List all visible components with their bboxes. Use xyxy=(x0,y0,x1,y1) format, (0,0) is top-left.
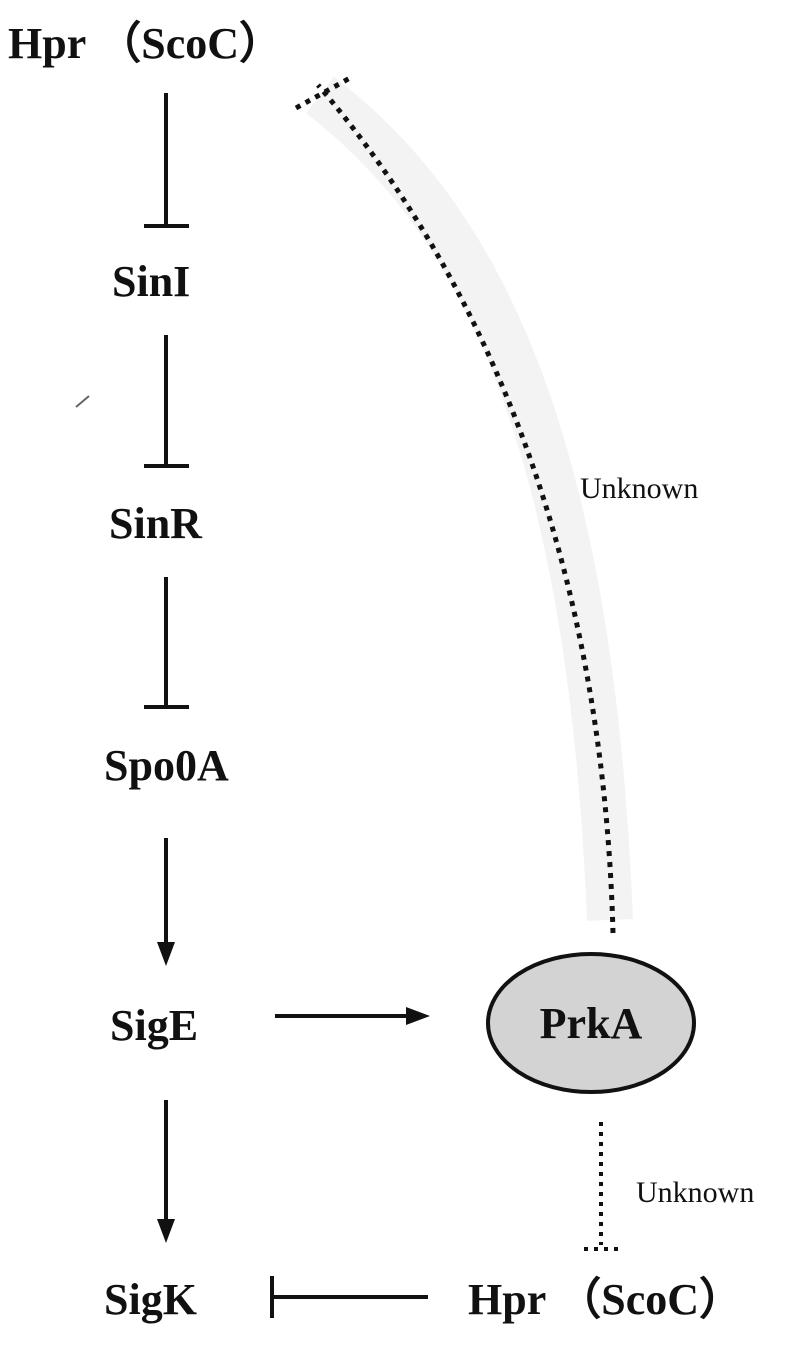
node-sini: SinI xyxy=(112,257,190,306)
edge-spo0a-activates-sige xyxy=(157,838,175,966)
node-sige: SigE xyxy=(110,1001,198,1050)
prka-ellipse xyxy=(486,952,696,1094)
edge-hpr-inhibits-sini xyxy=(144,93,189,228)
node-hpr-top: Hpr （ScoC） xyxy=(8,19,283,68)
node-sinr: SinR xyxy=(109,499,203,548)
edge-hpr-inhibits-sigk xyxy=(270,1276,428,1318)
edge-sinr-inhibits-spo0a xyxy=(144,577,189,709)
node-spo0a: Spo0A xyxy=(104,741,229,790)
annotation-unknown-upper: Unknown xyxy=(580,472,698,505)
stray-mark xyxy=(75,395,90,408)
edge-sige-activates-sigk xyxy=(157,1100,175,1243)
edge-prka-inhibits-hpr-top-unknown xyxy=(294,75,616,934)
edge-sige-activates-prka xyxy=(275,1007,430,1025)
edge-prka-inhibits-hpr-bottom-unknown xyxy=(584,1122,620,1251)
node-sigk: SigK xyxy=(104,1275,197,1324)
node-hpr-bottom: Hpr （ScoC） xyxy=(468,1275,743,1324)
curve-shadow xyxy=(305,76,633,921)
annotation-unknown-lower: Unknown xyxy=(636,1176,754,1209)
node-prka: PrkA xyxy=(540,999,643,1048)
edge-sini-inhibits-sinr xyxy=(144,335,189,468)
